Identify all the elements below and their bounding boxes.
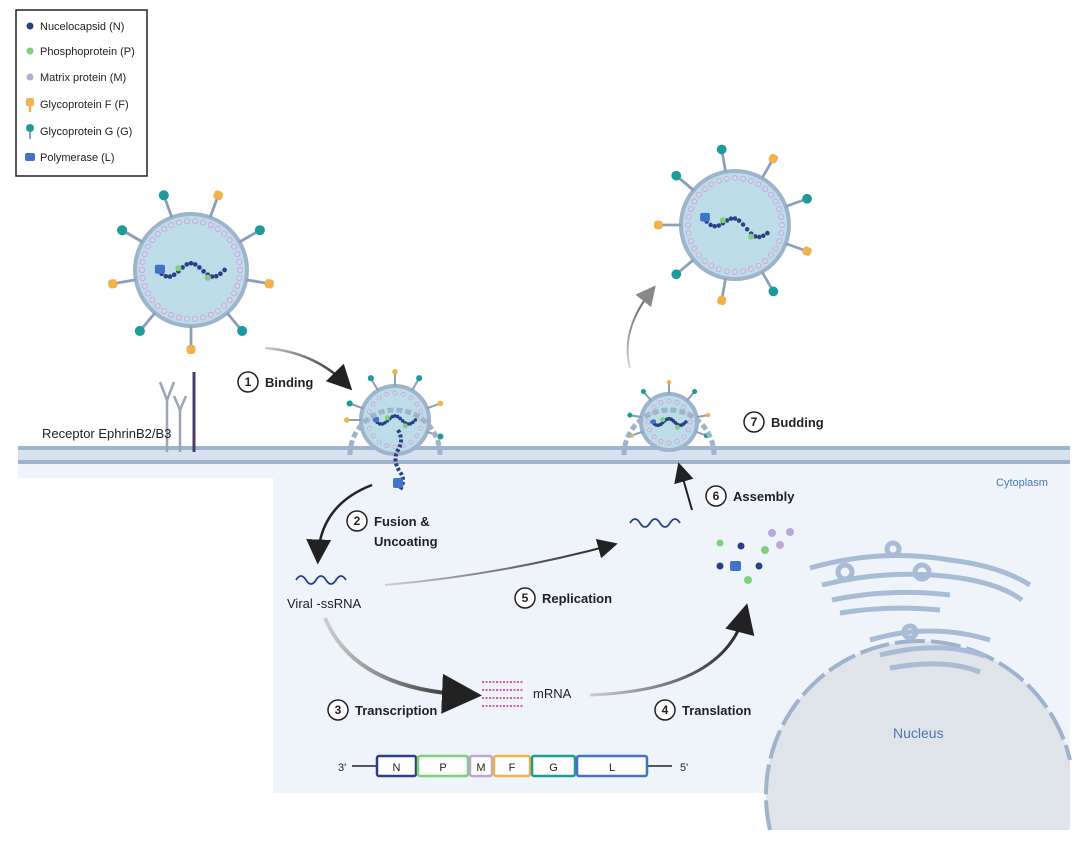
nucleus: Nucleus <box>764 638 1072 831</box>
virion-fusing <box>344 369 444 456</box>
step-number: 5 <box>522 591 529 605</box>
legend-label: Phosphoprotein (P) <box>40 46 135 58</box>
step-1: 1 Binding <box>237 371 313 393</box>
phosphoprotein-icon: Phosphoprotein (P) <box>26 46 135 58</box>
binding-arrow <box>264 346 353 391</box>
plasma-membrane <box>18 446 1070 464</box>
receptor-ephrin <box>158 372 196 452</box>
virion-binding <box>107 190 275 354</box>
step-label: Budding <box>771 415 824 430</box>
step-number: 2 <box>354 514 361 528</box>
step-number-circle <box>514 587 536 609</box>
replication-arrow <box>384 538 618 586</box>
gene-label: F <box>509 762 516 774</box>
assembly-arrow <box>674 462 694 511</box>
transcription-arrow <box>323 617 482 714</box>
step-label: Replication <box>542 591 612 606</box>
matrix-protein-icon: Matrix protein (M) <box>26 72 126 84</box>
fusion-membrane-bulge <box>347 407 443 456</box>
legend-label: Polymerase (L) <box>40 152 115 164</box>
step-number-circle <box>705 485 727 507</box>
replicated-rna-squiggle <box>629 518 681 528</box>
legend-label: Glycoprotein F (F) <box>40 99 129 111</box>
step-label: Binding <box>265 375 313 390</box>
gene-label: G <box>549 762 558 774</box>
step-number-circle <box>327 699 349 721</box>
step-7: 7 Budding <box>743 411 824 433</box>
virion-budding <box>627 379 711 452</box>
uncoating-nucleocapsid <box>393 428 405 492</box>
cytoplasm-label: Cytoplasm <box>996 477 1048 489</box>
release-arrow <box>626 285 656 369</box>
step-label: Translation <box>682 703 751 718</box>
step-number: 3 <box>335 703 342 717</box>
gene-N: N <box>375 754 418 778</box>
legend: Nucelocapsid (N) Phosphoprotein (P) Matrix… <box>15 9 148 177</box>
gene-label: M <box>476 762 485 774</box>
blank-left-region <box>18 478 273 808</box>
gene-P: P <box>416 754 470 778</box>
step-4: 4 Translation <box>654 699 751 721</box>
step-3: 3 Transcription <box>327 699 437 721</box>
step-number: 7 <box>751 415 758 429</box>
step-5: 5 Replication <box>514 587 612 609</box>
step-number-circle <box>743 411 765 433</box>
polymerase-icon: Polymerase (L) <box>25 152 115 164</box>
viral-rna-squiggle <box>295 575 347 585</box>
virion-released <box>654 144 812 306</box>
step-label-2: Uncoating <box>374 534 438 549</box>
mrna-strands <box>482 681 524 707</box>
step-number-circle <box>237 371 259 393</box>
golgi-apparatus <box>809 540 1032 675</box>
translated-proteins <box>716 528 794 584</box>
glycoprotein-g-icon: Glycoprotein G (G) <box>26 124 132 139</box>
budding-membrane-bulge <box>621 407 717 456</box>
genome-5prime: 5' <box>680 762 688 774</box>
legend-label: Matrix protein (M) <box>40 72 126 84</box>
step-label: Assembly <box>733 489 795 504</box>
step-number-circle <box>346 510 368 532</box>
viral-rna-label: Viral -ssRNA <box>287 596 361 611</box>
step-number-circle <box>654 699 676 721</box>
fusion-arrow <box>306 483 373 565</box>
step-2: 2 Fusion & Uncoating <box>346 510 438 549</box>
step-number: 1 <box>245 375 252 389</box>
step-6: 6 Assembly <box>705 485 795 507</box>
glycoprotein-f-icon: Glycoprotein F (F) <box>26 98 129 112</box>
gene-G: G <box>530 754 577 778</box>
step-label: Transcription <box>355 703 437 718</box>
gene-label: P <box>439 762 446 774</box>
receptor-label: Receptor EphrinB2/B3 <box>42 426 171 441</box>
viral-genome-map: 3' 5' N P M F G L <box>338 754 688 778</box>
step-number: 4 <box>662 703 669 717</box>
gene-L: L <box>575 754 649 778</box>
legend-label: Glycoprotein G (G) <box>40 126 132 138</box>
nucleocapsid-icon: Nucelocapsid (N) <box>26 21 124 33</box>
step-label: Fusion & <box>374 514 430 529</box>
gene-label: L <box>609 762 615 774</box>
translation-arrow <box>589 603 755 697</box>
nucleus-label: Nucleus <box>893 725 944 741</box>
gene-F: F <box>492 754 532 778</box>
legend-label: Nucelocapsid (N) <box>40 21 124 33</box>
polymerase-icon <box>393 478 403 488</box>
genome-3prime: 3' <box>338 762 346 774</box>
step-number: 6 <box>713 489 720 503</box>
gene-M: M <box>468 754 494 778</box>
gene-label: N <box>393 762 401 774</box>
mrna-label: mRNA <box>533 686 572 701</box>
